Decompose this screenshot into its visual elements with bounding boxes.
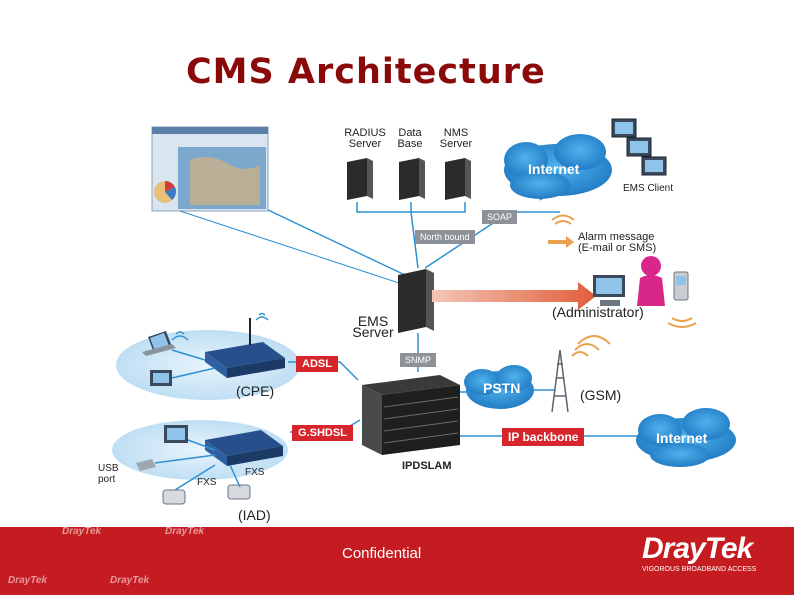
internet-cloud-bottom xyxy=(636,408,736,467)
soap-tag: SOAP xyxy=(482,210,518,224)
radius-line1: RADIUS xyxy=(344,127,386,139)
zoom-line xyxy=(179,210,406,286)
pstn-label: PSTN xyxy=(483,380,521,396)
internet-cloud-top xyxy=(504,134,612,199)
alarm-arrow xyxy=(548,236,574,248)
footer-watermark: DrayTek xyxy=(165,526,205,537)
administrator-arrow xyxy=(432,282,596,310)
ems-line2: Server xyxy=(352,324,394,340)
gsm-label: (GSM) xyxy=(580,387,622,403)
laptop-icon xyxy=(142,331,176,356)
iad-label: (IAD) xyxy=(238,507,271,523)
database-label: Data Base xyxy=(390,128,430,150)
draytek-logo: DrayTek xyxy=(642,532,753,565)
slide-title: CMS Architecture xyxy=(186,52,546,92)
database-line2: Base xyxy=(397,138,423,150)
footer-watermark: DrayTek xyxy=(8,575,48,586)
iad-router xyxy=(205,430,283,466)
architecture-diagram xyxy=(112,118,736,505)
pstn-cloud xyxy=(464,365,534,409)
usb-modem-icon xyxy=(136,459,156,471)
ems-client-label: EMS Client xyxy=(623,183,674,194)
alarm-line2: (E-mail or SMS) xyxy=(578,242,657,254)
north-bound-tag: North bound xyxy=(415,230,475,244)
server-rack-nms xyxy=(445,158,471,200)
nms-line1: NMS xyxy=(443,127,469,139)
alarm-message-label: Alarm message (E-mail or SMS) xyxy=(578,232,656,254)
nms-line2: Server xyxy=(439,138,473,150)
cpe-label: (CPE) xyxy=(236,383,275,399)
fxs-top-label: FXS xyxy=(245,467,265,478)
nms-server-label: NMS Server xyxy=(434,128,478,150)
adsl-tag: ADSL xyxy=(296,356,338,372)
gsm-tower-icon xyxy=(551,349,569,413)
ems-server-rack xyxy=(398,269,434,333)
desktop-pc-icon xyxy=(150,370,172,386)
iad-desktop-icon xyxy=(164,425,188,443)
footer-banner xyxy=(0,527,794,595)
usb-port-label: USB port xyxy=(98,463,119,485)
phone-icon xyxy=(162,484,251,505)
server-rack-radius xyxy=(347,158,373,200)
administrator-label: (Administrator) xyxy=(552,304,644,320)
radius-line2: Server xyxy=(348,138,382,150)
ems-client-computers xyxy=(611,118,667,176)
fxs-bottom-label: FXS xyxy=(197,477,217,488)
usb-line1: USB xyxy=(98,463,119,474)
draytek-tagline: VIGOROUS BROADBAND ACCESS xyxy=(642,566,757,573)
usb-line2: port xyxy=(98,474,116,485)
internet-bottom-label: Internet xyxy=(656,430,708,446)
footer-watermark: DrayTek xyxy=(110,575,150,586)
radius-server-label: RADIUS Server xyxy=(338,128,392,150)
server-rack-database xyxy=(399,158,425,200)
ip-backbone-tag: IP backbone xyxy=(502,428,585,446)
cpe-router xyxy=(205,318,285,378)
ems-line1: EMS xyxy=(357,313,389,329)
ipdslam-label: IPDSLAM xyxy=(402,460,452,472)
database-line1: Data xyxy=(398,127,422,139)
administrator-figure xyxy=(593,256,689,306)
internet-top-label: Internet xyxy=(528,161,580,177)
snmp-tag: SNMP xyxy=(400,353,437,367)
ipdslam-stack xyxy=(362,375,460,455)
confidential-label: Confidential xyxy=(342,545,422,562)
ems-server-label: EMS Server xyxy=(348,313,398,340)
ems-screenshot-thumbnail xyxy=(151,126,269,212)
alarm-line1: Alarm message xyxy=(578,231,655,243)
gshdsl-tag: G.SHDSL xyxy=(292,425,353,441)
zoom-line xyxy=(267,209,406,276)
footer-watermark: DrayTek xyxy=(62,526,102,537)
